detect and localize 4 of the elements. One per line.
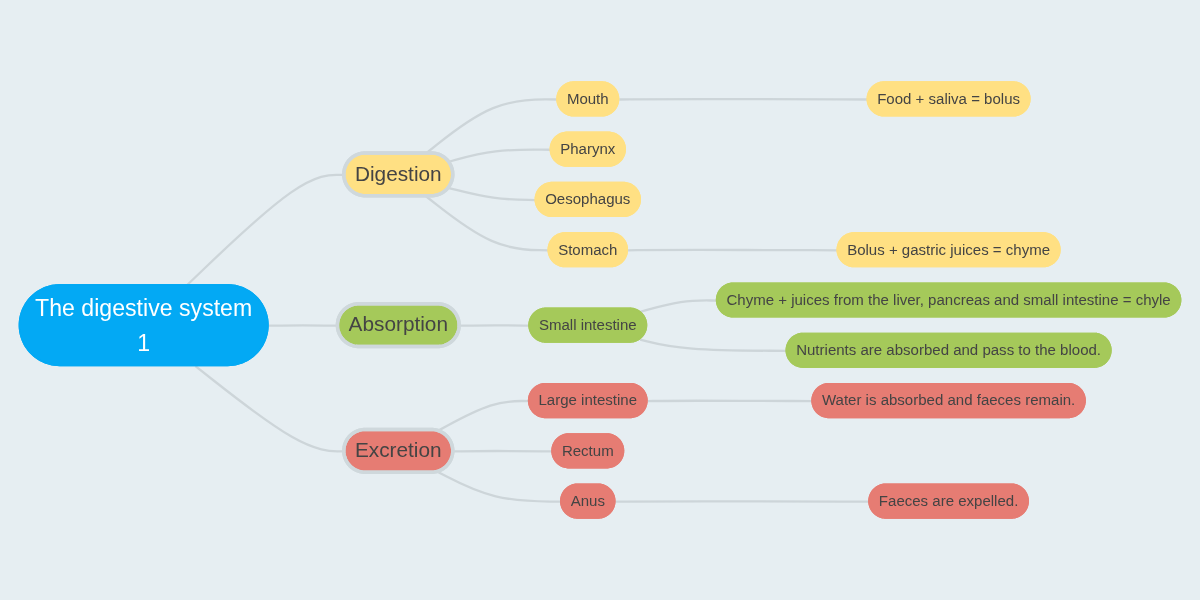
connector (639, 338, 787, 352)
connector (448, 148, 551, 163)
connector (425, 195, 549, 252)
connector (448, 186, 536, 202)
